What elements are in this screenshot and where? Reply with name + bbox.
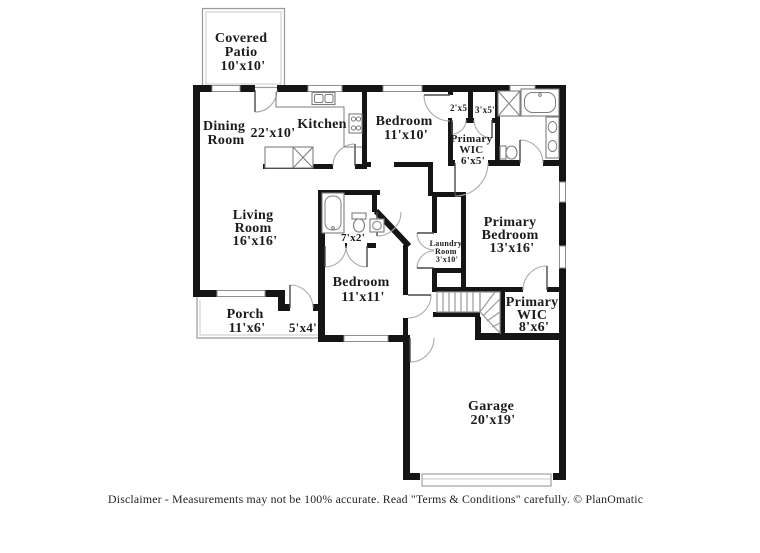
entry-label: 5'x4' [289,320,317,335]
window-primary-2 [559,245,566,269]
kitchen-sink-icon [311,91,336,106]
laundry-room-label: Laundry Room 3'x10' [430,239,465,264]
window-primary-1 [559,181,566,203]
small-bath-fixtures [321,192,385,234]
primary-wic-large-label: Primary WIC 8'x6' [506,295,562,335]
stove-icon [348,113,363,134]
small-toilet-icon [351,212,367,233]
window-dining [211,85,241,92]
bathtub-icon [520,88,560,117]
garage-label: Garage 20'x19' [468,399,518,428]
porch-label: Porch 11'x6' [227,307,268,336]
stairs [436,291,501,335]
shower-icon [497,90,521,117]
disclaimer-text: Disclaimer - Measurements may not be 100… [108,492,643,506]
garage-door [420,472,553,487]
porch-outline [196,297,320,339]
small-bath-label: 7'x2' [341,232,365,244]
primary-bedroom-label: Primary Bedroom 13'x16' [482,215,543,256]
primary-bath-fixtures [497,88,560,160]
closet-3x5-label: 3'x5' [475,105,495,115]
kitchen-counter-icon [275,92,362,148]
doors [254,89,548,363]
kitchen-fixtures [264,91,363,169]
dining-kitchen-dims-label: 22'x10' [251,126,296,141]
bedroom-top-label: Bedroom 11'x10' [376,114,437,143]
diagonal-wall [373,208,412,249]
living-room-label: Living Room 16'x16' [233,208,278,249]
closet-2x5-label: 2'x5' [450,103,470,113]
covered-patio-label: Covered Patio 10'x10' [215,31,271,74]
kitchen-label: Kitchen [297,117,347,132]
vanity-sinks-icon [545,116,560,159]
window-living [216,290,266,297]
kitchen-island-icon [264,146,314,169]
interior-walls [263,88,559,340]
primary-wic-small-label: Primary WIC 6'x5' [451,133,496,167]
bedroom-middle-label: Bedroom 11'x11' [333,275,394,305]
toilet-icon [499,145,518,160]
dining-room-label: Dining Room [203,119,249,148]
small-sink-icon [369,218,385,233]
small-bathtub-icon [321,192,345,234]
window-bedroom-middle [343,335,389,342]
window-bedroom-top [382,85,423,92]
window-kitchen [307,85,343,92]
